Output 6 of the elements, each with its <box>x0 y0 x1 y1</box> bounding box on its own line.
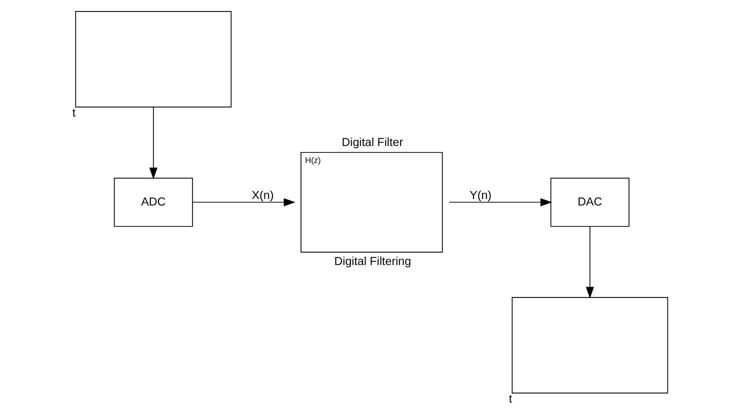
node-label: Digital Filtering <box>334 254 412 268</box>
edge-label: X(n) <box>252 189 274 202</box>
node-label: Digital Filter <box>342 136 404 149</box>
node-label: t <box>72 106 76 120</box>
edge-label: Y(n) <box>470 189 492 202</box>
node-label: t <box>508 392 512 406</box>
